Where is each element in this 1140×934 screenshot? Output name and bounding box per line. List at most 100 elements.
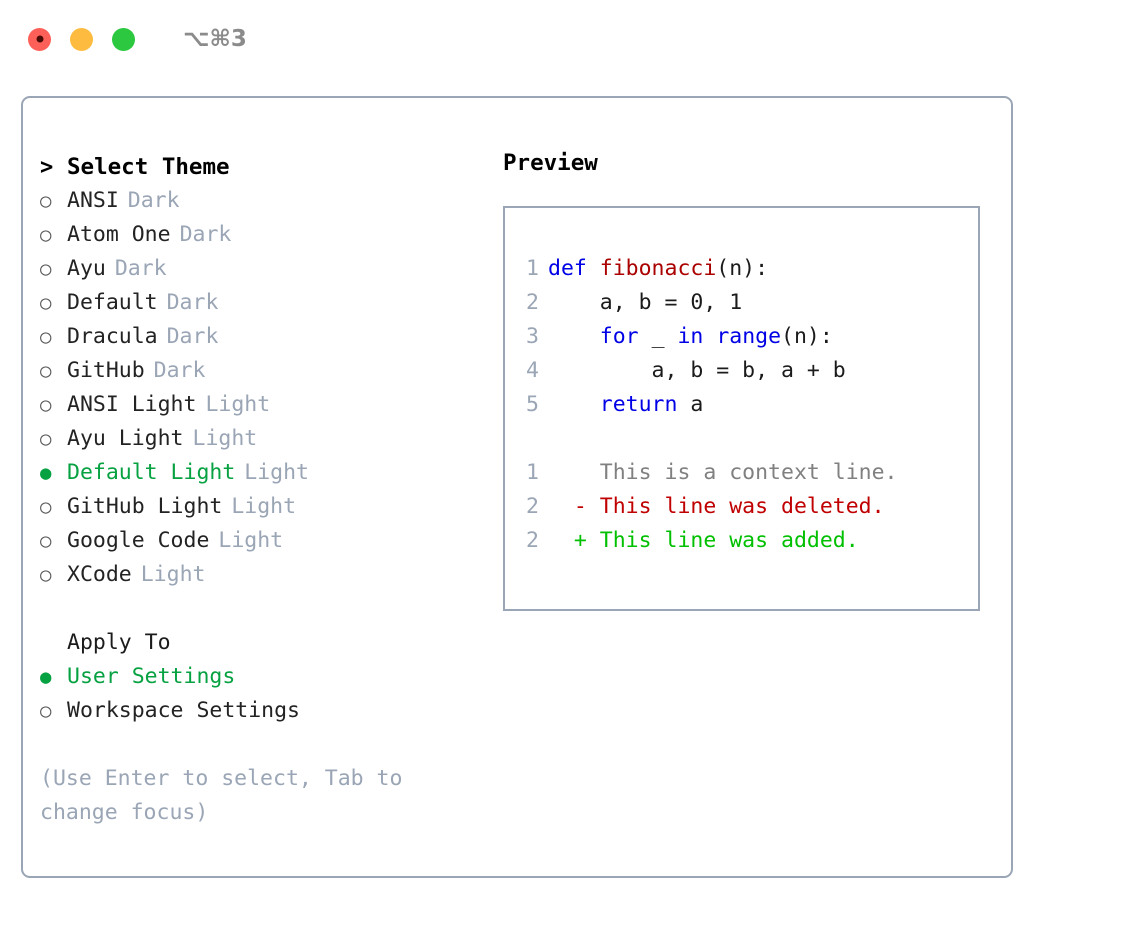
code-line-number: 5: [526, 392, 539, 417]
theme-list-item[interactable]: ○ XCode Light: [40, 558, 503, 592]
radio-unselected-icon[interactable]: ○: [40, 258, 52, 280]
diff-line-text: + This line was added.: [548, 528, 859, 553]
radio-unselected-icon[interactable]: ○: [40, 394, 52, 416]
theme-item-type-tag: Light: [244, 460, 310, 485]
code-token: (n):: [781, 324, 833, 349]
theme-item-type-tag: Light: [205, 392, 271, 417]
code-line-number: 2: [526, 290, 539, 315]
apply-to-option[interactable]: ● User Settings: [40, 660, 503, 694]
theme-item-label: Default Light: [67, 460, 236, 485]
radio-unselected-icon[interactable]: ○: [40, 190, 52, 212]
code-line-text: a, b = 0, 1: [548, 286, 742, 320]
close-button[interactable]: [28, 27, 51, 51]
theme-item-type-tag: Light: [218, 528, 284, 553]
code-token: for: [599, 324, 639, 349]
diff-line-text: This is a context line.: [548, 460, 898, 485]
theme-item-type-tag: Dark: [127, 188, 180, 213]
radio-unselected-icon[interactable]: ○: [40, 224, 52, 246]
code-token: fibonacci: [599, 256, 717, 281]
apply-to-option-label: User Settings: [67, 664, 236, 689]
maximize-button[interactable]: [112, 27, 135, 51]
minimize-button[interactable]: [70, 27, 93, 51]
preview-title: Preview: [503, 150, 598, 176]
diff-line: 1 This is a context line.: [505, 456, 978, 490]
code-line-number: 1: [526, 256, 539, 281]
theme-item-label: Default: [67, 290, 158, 315]
code-line: 3 for _ in range(n):: [505, 320, 978, 354]
theme-item-label: Ayu: [67, 256, 106, 281]
theme-item-label: Ayu Light: [67, 426, 184, 451]
code-token: a: [677, 392, 704, 417]
code-line: 4 a, b = b, a + b: [505, 354, 978, 388]
radio-unselected-icon[interactable]: ○: [40, 530, 52, 552]
code-token: a, b = 0, 1: [548, 290, 743, 315]
theme-item-type-tag: Light: [192, 426, 258, 451]
radio-unselected-icon[interactable]: ○: [40, 360, 52, 382]
code-token: in: [677, 324, 704, 349]
radio-unselected-icon[interactable]: ○: [40, 564, 52, 586]
theme-item-label: GitHub Light: [67, 494, 223, 519]
theme-list-item[interactable]: ○ Ayu Light Light: [40, 422, 503, 456]
theme-list-item[interactable]: ○ Dracula Dark: [40, 320, 503, 354]
chevron-right-icon: >: [40, 155, 54, 180]
apply-to-title: Apply To: [67, 630, 171, 655]
theme-item-type-tag: Light: [231, 494, 297, 519]
diff-line-text: - This line was deleted.: [548, 494, 885, 519]
theme-list-item[interactable]: ○ Google Code Light: [40, 524, 503, 558]
diff-line-number: 1: [526, 460, 539, 485]
theme-item-label: ANSI Light: [67, 392, 197, 417]
theme-item-type-tag: Dark: [166, 290, 219, 315]
title-bar: ⌥⌘3: [0, 0, 1140, 78]
radio-selected-icon[interactable]: ●: [40, 666, 52, 688]
diff-line: 2 - This line was deleted.: [505, 490, 978, 524]
code-line: 2 a, b = 0, 1: [505, 286, 978, 320]
code-token: a, b = b, a + b: [548, 358, 846, 383]
theme-item-label: XCode: [67, 562, 132, 587]
code-token: return: [599, 392, 678, 417]
theme-list-item[interactable]: ○ GitHub Light Light: [40, 490, 503, 524]
apply-to-option-label: Workspace Settings: [67, 698, 300, 723]
theme-item-label: Google Code: [67, 528, 210, 553]
diff-line-number: 2: [526, 528, 539, 553]
theme-list-item[interactable]: ○ ANSI Light Light: [40, 388, 503, 422]
radio-selected-icon[interactable]: ●: [40, 462, 52, 484]
code-token: range: [716, 324, 782, 349]
theme-list-header-label: Select Theme: [67, 154, 230, 180]
theme-list-item[interactable]: ○ Default Dark: [40, 286, 503, 320]
code-token: [548, 392, 600, 417]
radio-unselected-icon[interactable]: ○: [40, 496, 52, 518]
code-token: _: [638, 324, 678, 349]
code-blank-line: [505, 422, 978, 456]
radio-unselected-icon[interactable]: ○: [40, 292, 52, 314]
theme-item-type-tag: Light: [140, 562, 206, 587]
apply-to-title-row: Apply To: [40, 626, 503, 660]
apply-to-title-indent: [40, 626, 67, 660]
theme-item-type-tag: Dark: [166, 324, 219, 349]
theme-list-item[interactable]: ● Default Light Light: [40, 456, 503, 490]
radio-unselected-icon[interactable]: ○: [40, 700, 52, 722]
theme-item-label: Atom One: [67, 222, 171, 247]
code-line: 5 return a: [505, 388, 978, 422]
theme-list-header: > Select Theme: [40, 150, 503, 184]
theme-item-label: Dracula: [67, 324, 158, 349]
diff-line-number: 2: [526, 494, 539, 519]
section-spacer: [40, 592, 503, 626]
code-line-number: 3: [526, 324, 539, 349]
radio-unselected-icon[interactable]: ○: [40, 326, 52, 348]
radio-unselected-icon[interactable]: ○: [40, 428, 52, 450]
traffic-light-buttons: [28, 27, 135, 51]
code-token: def: [548, 256, 600, 281]
apply-to-option[interactable]: ○ Workspace Settings: [40, 694, 503, 728]
